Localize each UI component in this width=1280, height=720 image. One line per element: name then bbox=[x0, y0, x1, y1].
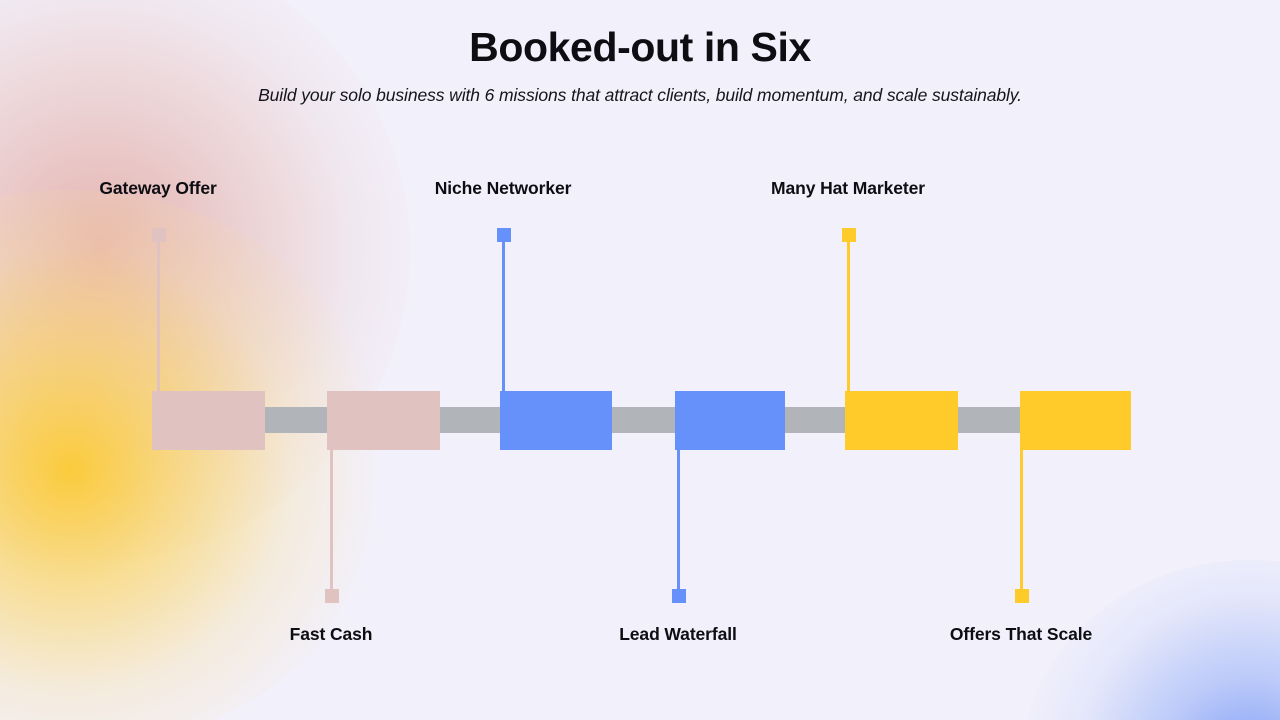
milestone-label-2: Fast Cash bbox=[289, 624, 373, 644]
milestone-stem bbox=[847, 235, 850, 391]
milestone-marker[interactable] bbox=[842, 228, 856, 242]
timeline-connector bbox=[785, 407, 845, 433]
milestone-segment[interactable] bbox=[1020, 391, 1131, 450]
header: Booked-out in Six Build your solo busine… bbox=[0, 0, 1280, 106]
milestone-label-4: Lead Waterfall bbox=[619, 624, 737, 644]
timeline-connector bbox=[265, 407, 327, 433]
timeline-connector bbox=[958, 407, 1020, 433]
milestone-label-1: Gateway Offer bbox=[99, 178, 217, 198]
milestone-stem bbox=[1020, 450, 1023, 596]
milestone-marker[interactable] bbox=[1015, 589, 1029, 603]
milestone-label-3: Niche Networker bbox=[434, 178, 572, 198]
page-subtitle: Build your solo business with 6 missions… bbox=[258, 85, 1022, 106]
milestone-marker[interactable] bbox=[152, 228, 166, 242]
milestone-segment[interactable] bbox=[845, 391, 958, 450]
timeline-connector bbox=[440, 407, 500, 433]
milestone-segment[interactable] bbox=[500, 391, 612, 450]
milestone-stem bbox=[330, 450, 333, 596]
milestone-stem bbox=[677, 450, 680, 596]
milestone-segment[interactable] bbox=[152, 391, 265, 450]
milestone-stem bbox=[157, 235, 160, 391]
milestone-stem bbox=[502, 235, 505, 391]
page-title: Booked-out in Six bbox=[469, 24, 811, 70]
milestone-label-6: Offers That Scale bbox=[949, 624, 1093, 644]
milestone-marker[interactable] bbox=[672, 589, 686, 603]
milestone-marker[interactable] bbox=[497, 228, 511, 242]
milestone-segment[interactable] bbox=[327, 391, 440, 450]
milestone-label-5: Many Hat Marketer bbox=[771, 178, 925, 198]
milestone-segment[interactable] bbox=[675, 391, 785, 450]
milestone-marker[interactable] bbox=[325, 589, 339, 603]
timeline-connector bbox=[612, 407, 675, 433]
